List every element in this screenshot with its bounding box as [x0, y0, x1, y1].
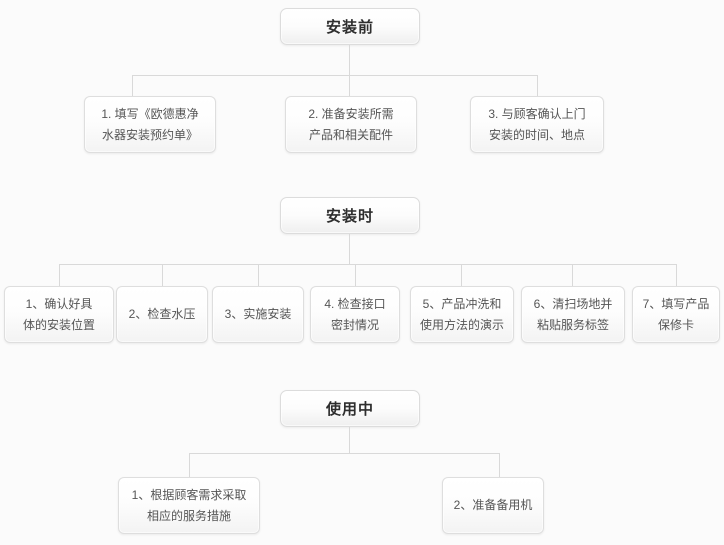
flow-item-d7[interactable]: 7、填写产品 保修卡: [632, 286, 720, 343]
flow-item-b1[interactable]: 1. 填写《欧德惠净 水器安装预约单》: [84, 96, 216, 153]
connector-drop-d2: [162, 264, 163, 286]
connector-drop-d7: [676, 264, 677, 286]
flow-item-label: 1. 填写《欧德惠净 水器安装预约单》: [101, 106, 199, 142]
flow-item-label: 6、清扫场地并 粘贴服务标签: [533, 296, 613, 332]
flow-item-d1[interactable]: 1、确认好具 体的安装位置: [4, 286, 114, 343]
flow-item-d4[interactable]: 4. 检查接口 密封情况: [310, 286, 400, 343]
connector-drop-d5: [461, 264, 462, 286]
connector-drop-d6: [572, 264, 573, 286]
connector-bus-section-2: [59, 264, 676, 265]
connector-trunk-section-2: [349, 234, 350, 264]
flow-item-label: 1、确认好具 体的安装位置: [22, 296, 95, 332]
connector-drop-b1: [132, 75, 133, 96]
flow-item-label: 3、实施安装: [224, 307, 292, 321]
connector-bus-section-3: [189, 453, 500, 454]
flow-item-b3[interactable]: 3. 与顾客确认上门 安装的时间、地点: [470, 96, 604, 153]
flow-item-d6[interactable]: 6、清扫场地并 粘贴服务标签: [521, 286, 625, 343]
flow-item-label: 2、检查水压: [128, 307, 196, 321]
flow-item-label: 4. 检查接口 密封情况: [324, 296, 386, 332]
section-header-label: 安装前: [325, 19, 374, 36]
flow-item-b2[interactable]: 2. 准备安装所需 产品和相关配件: [285, 96, 417, 153]
connector-trunk-section-1: [349, 45, 350, 75]
section-header-during-installation[interactable]: 安装时: [280, 197, 420, 234]
connector-drop-u1: [189, 453, 190, 477]
flow-item-label: 1、根据顾客需求采取 相应的服务措施: [131, 487, 247, 523]
connector-drop-b2: [349, 75, 350, 96]
connector-drop-d4: [355, 264, 356, 286]
connector-drop-d3: [258, 264, 259, 286]
flow-item-d5[interactable]: 5、产品冲洗和 使用方法的演示: [410, 286, 514, 343]
connector-drop-b3: [537, 75, 538, 96]
connector-bus-section-1: [132, 75, 537, 76]
flow-item-label: 2. 准备安装所需 产品和相关配件: [308, 106, 394, 142]
section-header-in-use[interactable]: 使用中: [280, 390, 420, 427]
flow-item-label: 5、产品冲洗和 使用方法的演示: [419, 296, 504, 332]
flow-item-u2[interactable]: 2、准备备用机: [442, 477, 544, 534]
section-header-label: 使用中: [325, 401, 374, 418]
connector-trunk-section-3: [349, 427, 350, 453]
connector-drop-d1: [59, 264, 60, 286]
section-header-label: 安装时: [325, 208, 374, 225]
connector-drop-u2: [499, 453, 500, 477]
flow-item-u1[interactable]: 1、根据顾客需求采取 相应的服务措施: [118, 477, 260, 534]
flow-item-label: 7、填写产品 保修卡: [642, 296, 710, 332]
flow-item-label: 2、准备备用机: [453, 498, 533, 512]
section-header-before-installation[interactable]: 安装前: [280, 8, 420, 45]
flow-item-d3[interactable]: 3、实施安装: [212, 286, 304, 343]
flow-item-label: 3. 与顾客确认上门 安装的时间、地点: [488, 106, 586, 142]
flow-item-d2[interactable]: 2、检查水压: [116, 286, 208, 343]
